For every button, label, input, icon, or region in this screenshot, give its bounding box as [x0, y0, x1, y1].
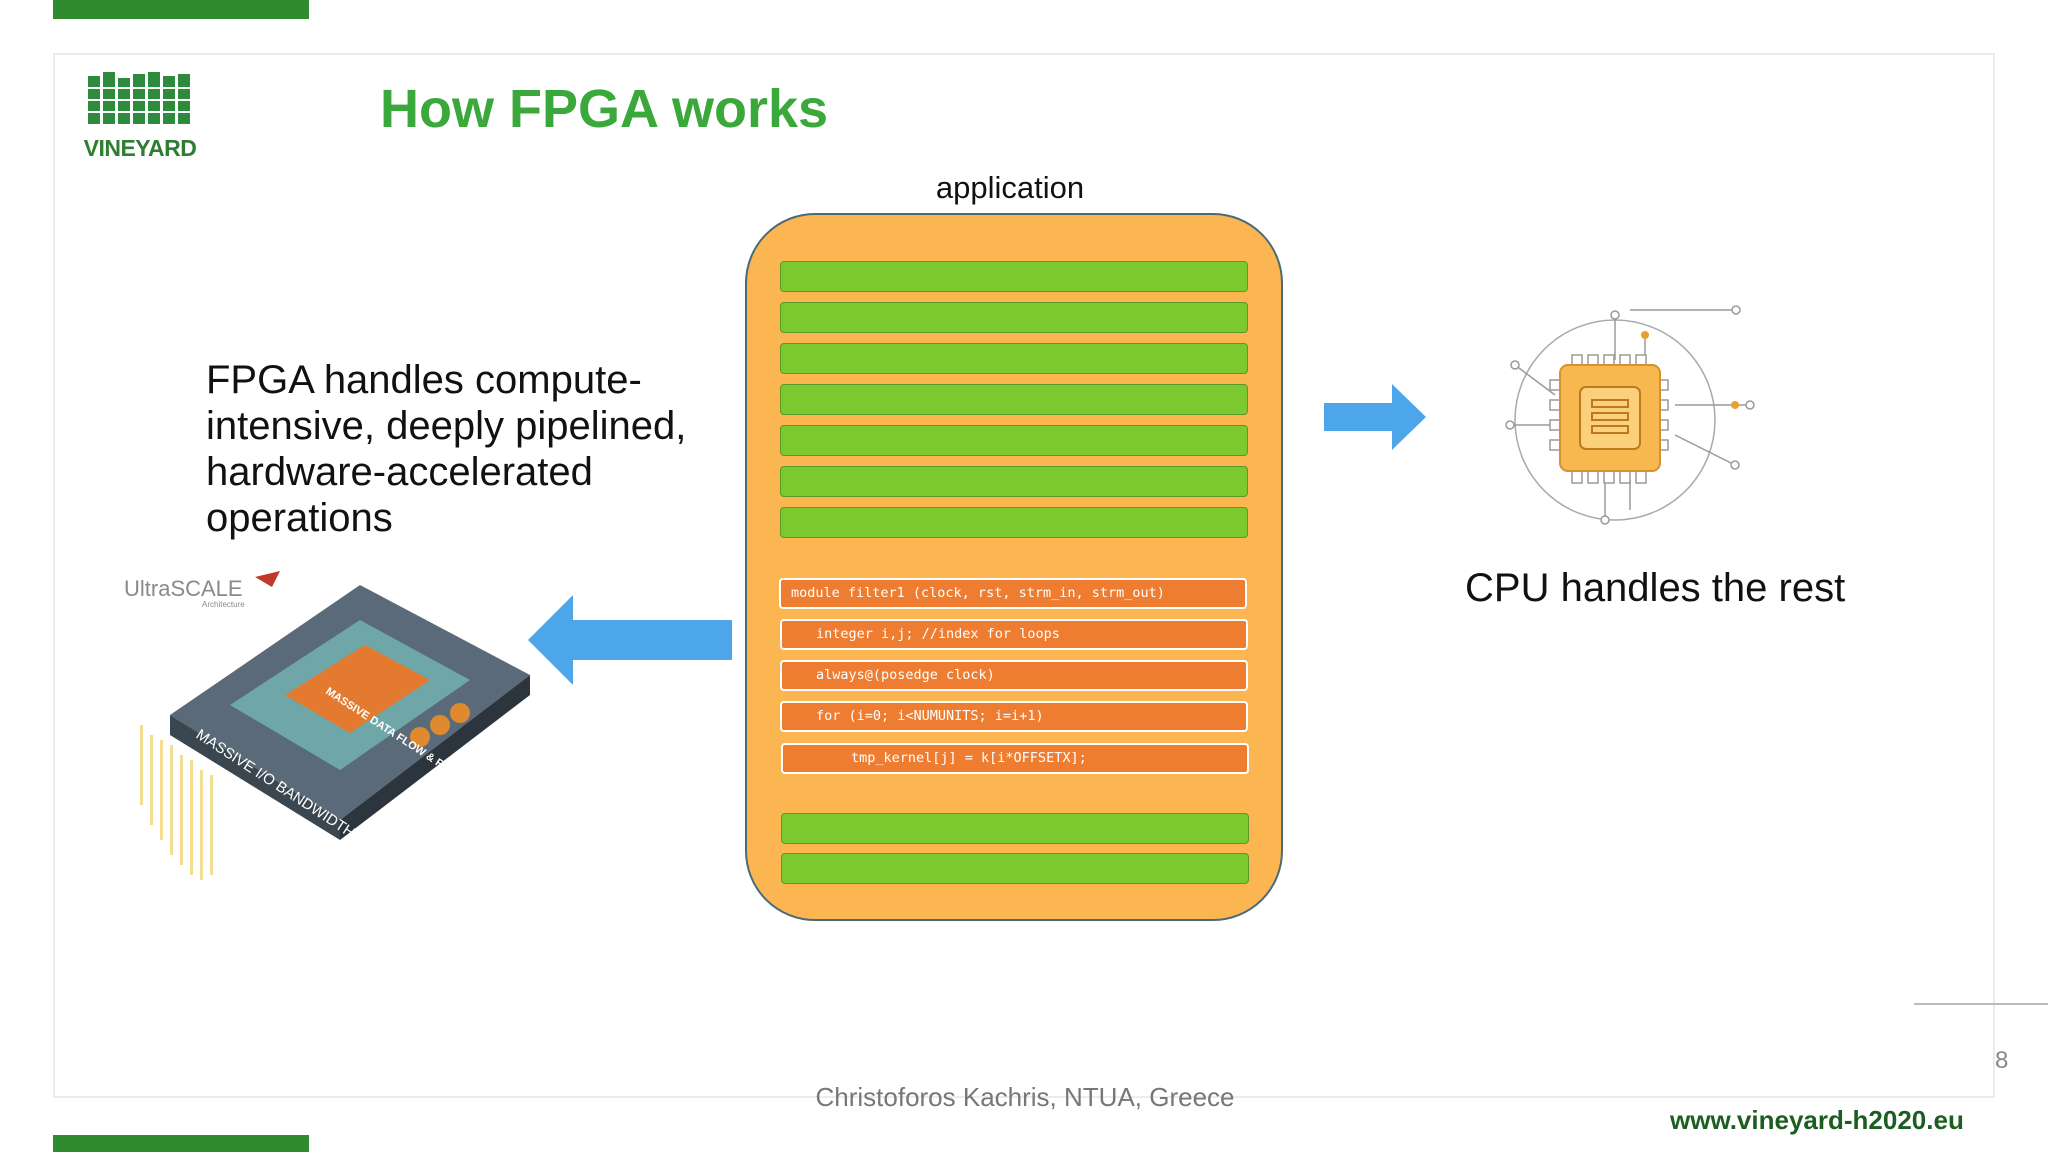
ultrascale-sub: Architecture [202, 600, 245, 609]
code-line: tmp_kernel[j] = k[i*OFFSETX]; [781, 743, 1249, 774]
ultrascale-brand: UltraSCALE [124, 576, 243, 601]
cpu-description: CPU handles the rest [1465, 566, 1846, 610]
top-accent-bar [53, 0, 309, 19]
logo-text: VINEYARD [83, 135, 197, 161]
pipeline-bar [780, 507, 1248, 538]
pipeline-bar [780, 384, 1248, 415]
pipeline-bar [780, 261, 1248, 292]
pipeline-bar [781, 853, 1249, 884]
pipeline-bar [780, 425, 1248, 456]
pipeline-bar [780, 302, 1248, 333]
vineyard-logo-icon [88, 72, 190, 124]
slide-title: How FPGA works [380, 79, 829, 139]
code-line: for (i=0; i<NUMUNITS; i=i+1) [780, 701, 1248, 732]
arrow-right-icon [1324, 384, 1426, 450]
application-label: application [935, 170, 1085, 205]
pipeline-bar [781, 813, 1249, 844]
cpu-chip-icon [1505, 305, 1755, 525]
slide-frame [53, 53, 1995, 1098]
bottom-accent-bar [53, 1135, 309, 1152]
footer-author: Christoforos Kachris, NTUA, Greece [815, 1082, 1235, 1112]
code-line: module filter1 (clock, rst, strm_in, str… [779, 578, 1247, 609]
fpga-description: FPGA handles compute-intensive, deeply p… [206, 358, 687, 540]
pipeline-bar [780, 466, 1248, 497]
page-number: 8 [1995, 1047, 2009, 1074]
pipeline-bar [780, 343, 1248, 374]
fpga-chip-image: MASSIVE DATA FLOW & ROUTING MASSIVE I/O … [124, 571, 530, 880]
arrow-left-icon [528, 595, 732, 685]
code-line: always@(posedge clock) [780, 660, 1248, 691]
code-line: integer i,j; //index for loops [780, 619, 1248, 650]
divider-line [1914, 1003, 2048, 1005]
footer-url[interactable]: www.vineyard-h2020.eu [1670, 1105, 1964, 1135]
